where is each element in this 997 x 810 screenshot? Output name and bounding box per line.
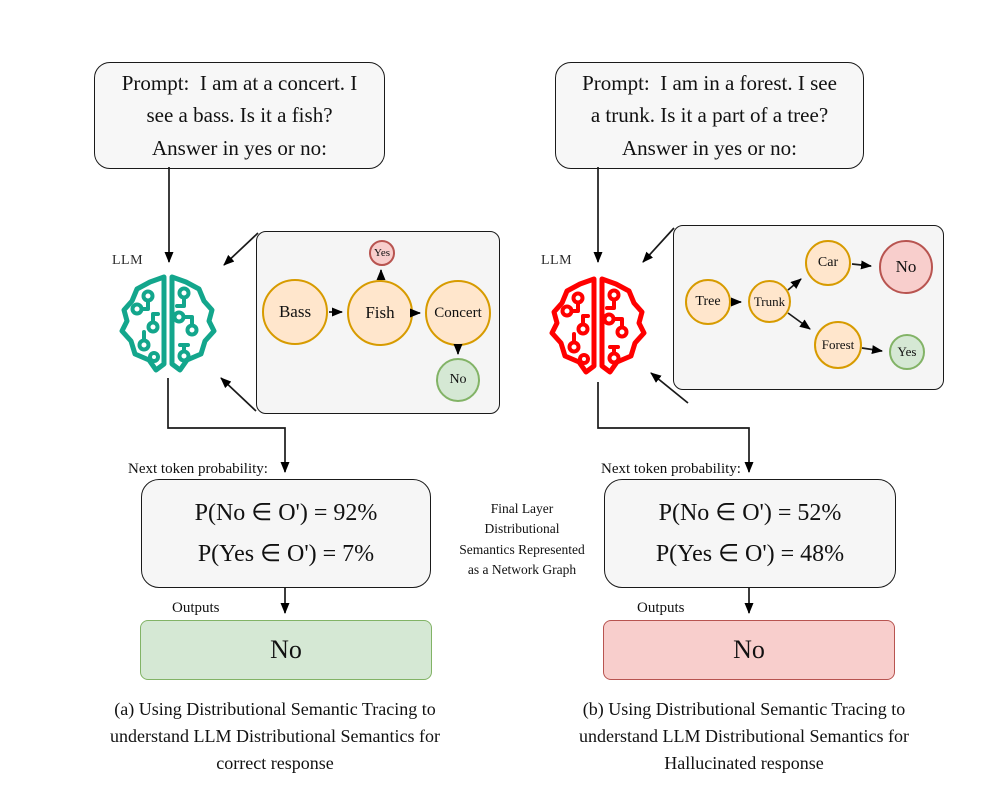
next-token-label-b: Next token probability: [601, 461, 741, 477]
outputs-label-b: Outputs [637, 600, 685, 616]
prompt-box-b: Prompt: I am in a forest. I see a trunk.… [555, 62, 864, 169]
arrow-graphbox-to-llm-top-a [223, 232, 259, 266]
graph-node-no-b: No [879, 240, 933, 294]
probability-box-b: P(No ∈ O') = 52% P(Yes ∈ O') = 48% [604, 479, 896, 588]
graph-node-trunk: Trunk [748, 280, 791, 323]
output-box-b: No [603, 620, 895, 680]
prompt-text-a: Prompt: I am at a concert. I see a bass.… [121, 70, 358, 160]
caption-b: (b) Using Distributional Semantic Tracin… [579, 699, 909, 773]
output-box-a: No [140, 620, 432, 680]
prompt-box-a: Prompt: I am at a concert. I see a bass.… [94, 62, 385, 169]
graph-node-fish: Fish [347, 280, 413, 346]
arrow-graphbox-to-llm-top-b [642, 227, 675, 263]
llm-brain-circuit-icon-b [549, 276, 647, 375]
arrow-graphbox-to-llm-bottom-a [220, 377, 257, 412]
llm-label-b: LLM [541, 253, 573, 268]
connector-llm-to-probability-b [597, 382, 754, 473]
probability-box-a: P(No ∈ O') = 92% P(Yes ∈ O') = 7% [141, 479, 431, 588]
llm-label-a: LLM [112, 253, 144, 268]
output-value-b: No [733, 635, 765, 664]
graph-node-bass: Bass [262, 279, 328, 345]
output-value-a: No [270, 635, 302, 664]
caption-a: (a) Using Distributional Semantic Tracin… [110, 699, 440, 773]
middle-note: Final Layer Distributional Semantics Rep… [459, 501, 585, 577]
llm-brain-circuit-icon-a [119, 274, 217, 373]
graph-node-forest: Forest [814, 321, 862, 369]
graph-node-yes-a: Yes [369, 240, 395, 266]
next-token-label-a: Next token probability: [128, 461, 268, 477]
outputs-label-a: Outputs [172, 600, 220, 616]
graph-node-car: Car [805, 240, 851, 286]
probability-text-a: P(No ∈ O') = 92% P(Yes ∈ O') = 7% [194, 499, 378, 567]
graph-node-concert: Concert [425, 280, 491, 346]
graph-node-tree: Tree [685, 279, 731, 325]
graph-node-no-a: No [436, 358, 480, 402]
prompt-text-b: Prompt: I am in a forest. I see a trunk.… [582, 70, 837, 160]
probability-text-b: P(No ∈ O') = 52% P(Yes ∈ O') = 48% [655, 499, 845, 567]
graph-node-yes-b: Yes [889, 334, 925, 370]
